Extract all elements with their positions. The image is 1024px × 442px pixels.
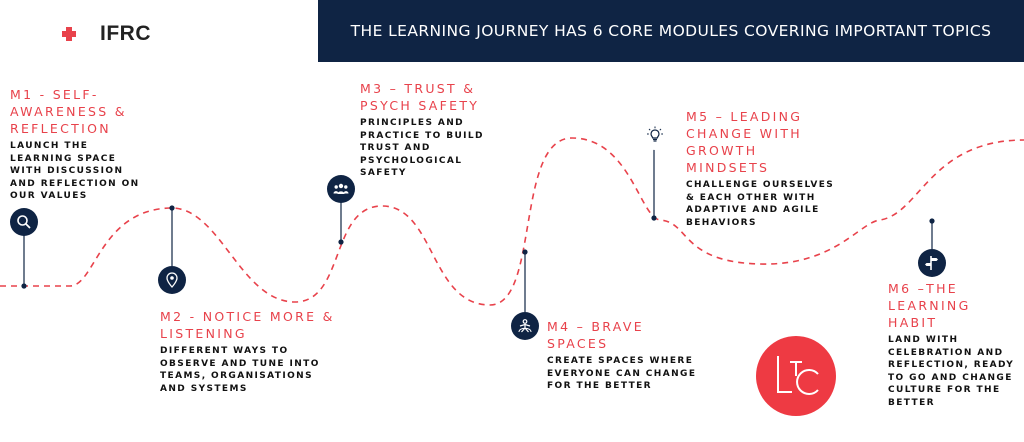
module-desc: LAND WITH CELEBRATION AND REFLECTION, RE…: [888, 335, 1015, 408]
module-title: M6 –THE LEARNING HABIT: [888, 281, 971, 330]
cross-crescent-icon: [62, 26, 92, 42]
module-m3: M3 – TRUST & PSYCH SAFETY PRINCIPLES AND…: [360, 80, 495, 180]
ifrc-logo: IFRC: [58, 22, 151, 46]
connector-dot-m4: [522, 249, 528, 255]
brave-figure-icon: [511, 312, 539, 340]
module-m5: M5 – LEADING CHANGE WITH GROWTH MINDSETS…: [686, 108, 846, 229]
module-title: M4 – BRAVE SPACES: [547, 319, 644, 351]
module-desc: PRINCIPLES AND PRACTICE TO BUILD TRUST A…: [360, 118, 484, 178]
journey-dashed-line: [0, 137, 1024, 306]
connector-dot-m1: [21, 283, 27, 289]
module-desc: CHALLENGE OURSELVES & EACH OTHER WITH AD…: [686, 180, 835, 228]
banner-title: THE LEARNING JOURNEY HAS 6 CORE MODULES …: [350, 22, 992, 40]
search-icon: [10, 208, 38, 236]
module-desc: LAUNCH THE LEARNING SPACE WITH DISCUSSIO…: [10, 141, 140, 201]
connector-dot-m6: [929, 218, 935, 224]
module-m4: M4 – BRAVE SPACES CREATE SPACES WHERE EV…: [547, 318, 707, 393]
module-title: M2 - NOTICE MORE & LISTENING: [160, 309, 335, 341]
module-desc: DIFFERENT WAYS TO OBSERVE AND TUNE INTO …: [160, 346, 320, 394]
ltc-badge: [756, 336, 836, 416]
module-title: M3 – TRUST & PSYCH SAFETY: [360, 81, 480, 113]
people-group-icon: [327, 175, 355, 203]
ltc-logo-icon: [777, 356, 819, 395]
signpost-icon: [918, 249, 946, 277]
module-m1: M1 - SELF-AWARENESS & REFLECTION LAUNCH …: [10, 86, 150, 203]
lightbulb-icon: [640, 120, 670, 150]
header-banner: THE LEARNING JOURNEY HAS 6 CORE MODULES …: [318, 0, 1024, 62]
module-title: M5 – LEADING CHANGE WITH GROWTH MINDSETS: [686, 109, 803, 175]
connector-dot-m3: [338, 239, 344, 245]
location-pin-icon: [158, 266, 186, 294]
module-m2: M2 - NOTICE MORE & LISTENING DIFFERENT W…: [160, 308, 360, 395]
connector-dot-m2: [169, 205, 175, 211]
module-title: M1 - SELF-AWARENESS & REFLECTION: [10, 87, 127, 136]
connector-dot-m5: [651, 215, 657, 221]
logo-text: IFRC: [100, 22, 151, 45]
module-m6: M6 –THE LEARNING HABIT LAND WITH CELEBRA…: [888, 280, 1016, 409]
module-desc: CREATE SPACES WHERE EVERYONE CAN CHANGE …: [547, 356, 697, 391]
